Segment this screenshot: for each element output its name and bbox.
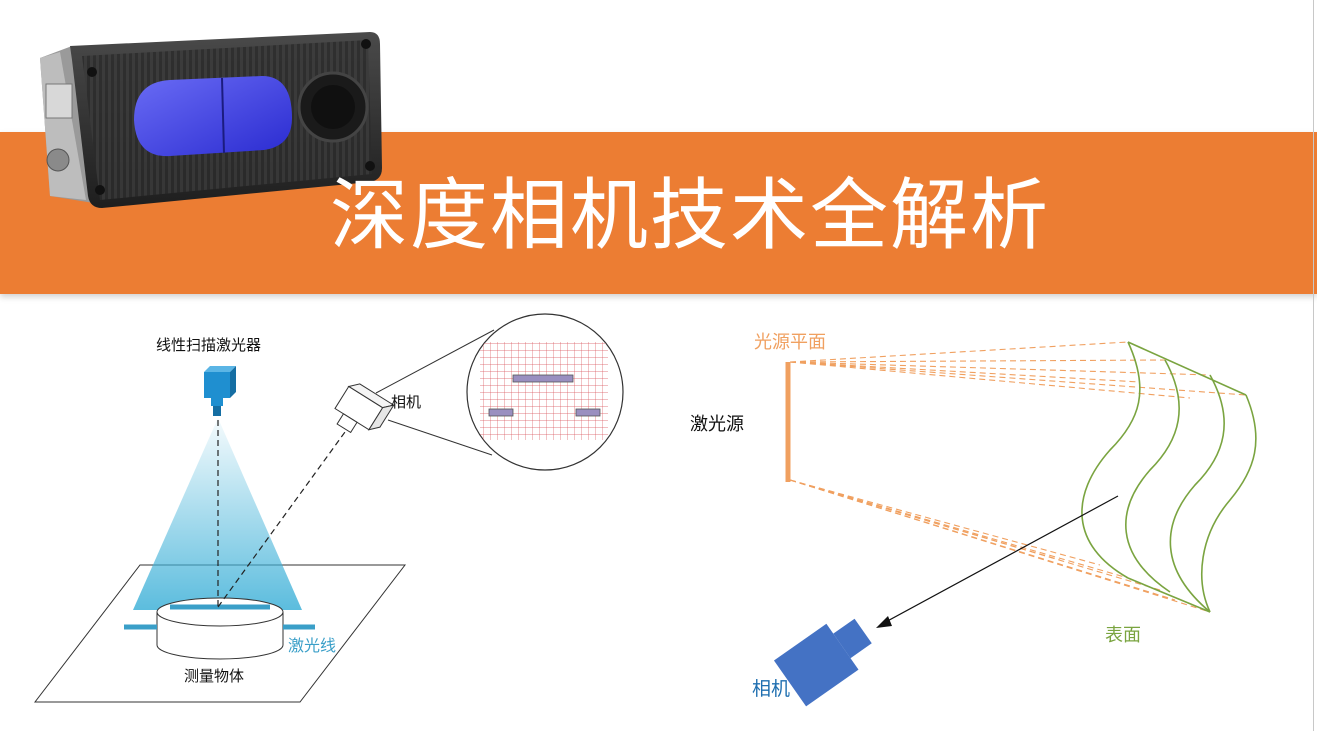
camera-label-right: 相机 (752, 678, 791, 700)
sensor-image-magnifier (466, 313, 624, 471)
target-surface (1081, 341, 1257, 613)
laser-scanner-label: 线性扫描激光器 (156, 336, 262, 354)
depth-camera-photo (40, 32, 382, 208)
slide-edge-line (1313, 0, 1314, 731)
surface-label: 表面 (1105, 625, 1141, 646)
page-title: 深度相机技术全解析 (330, 171, 1051, 261)
camera-icon (773, 618, 872, 707)
light-source-plane-label: 光源平面 (754, 332, 826, 353)
camera-device-icon (334, 383, 395, 434)
emitter-window (134, 76, 292, 157)
laser-line-label: 激光线 (288, 636, 337, 655)
laser-source-label: 激光源 (690, 414, 744, 435)
laser-triangulation-diagram (33, 313, 624, 703)
floor-plane (33, 564, 407, 703)
laser-line (124, 604, 315, 630)
measured-object-label: 测量物体 (184, 667, 245, 685)
laser-device-icon (204, 366, 236, 416)
ethernet-port-icon (45, 83, 73, 119)
projection-rays (789, 341, 1247, 613)
camera-label-left: 相机 (391, 393, 422, 411)
structured-light-diagram (773, 341, 1257, 707)
connector-port-icon (46, 148, 70, 172)
